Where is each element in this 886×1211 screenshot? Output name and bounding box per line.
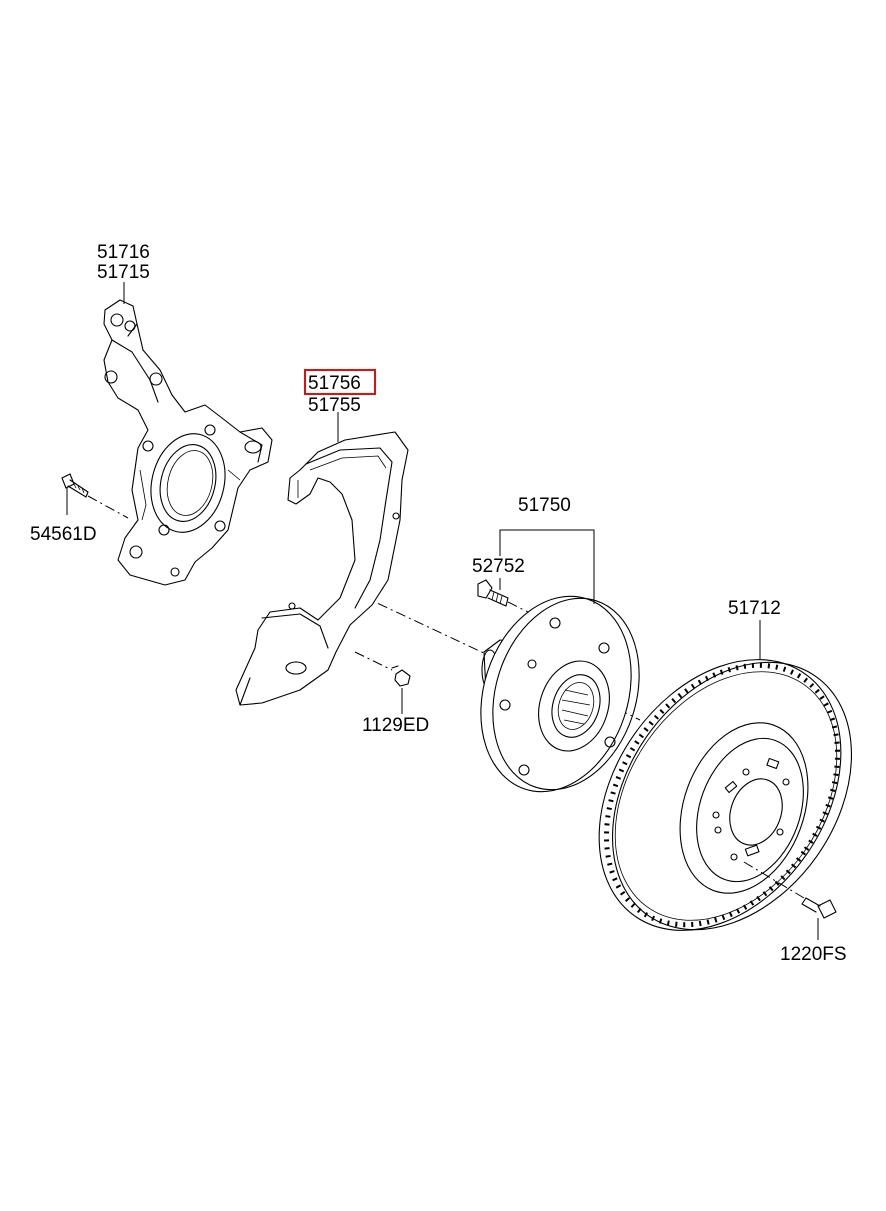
label-hub-assembly: 51750 (518, 495, 571, 516)
center-axis-line (359, 594, 489, 656)
label-knuckle-bolt: 54561D (30, 524, 97, 545)
wheel-hub-assembly[interactable] (457, 577, 663, 812)
highlight-box (304, 369, 376, 395)
label-knuckle-lh: 51715 (97, 262, 150, 283)
label-disc-screw: 1220FS (780, 944, 847, 965)
hub-bolt[interactable] (477, 579, 509, 607)
disc-vent-pattern (603, 662, 841, 928)
disc-screw[interactable] (801, 897, 837, 919)
cover-bolt[interactable] (391, 665, 411, 687)
label-cover-bolt: 1129ED (362, 715, 429, 736)
hub-assembly-leader (499, 529, 595, 604)
brake-disc[interactable] (549, 614, 886, 977)
steering-knuckle[interactable] (103, 299, 273, 586)
label-knuckle-rh: 51716 (97, 242, 150, 263)
label-dust-cover-lh: 51755 (308, 395, 361, 416)
knuckle-bolt[interactable] (61, 473, 89, 498)
brake-dust-cover[interactable] (235, 431, 409, 706)
label-hub-bolt: 52752 (472, 556, 525, 577)
label-dust-cover-rh[interactable]: 51756 (308, 373, 361, 394)
label-brake-disc: 51712 (728, 598, 781, 619)
